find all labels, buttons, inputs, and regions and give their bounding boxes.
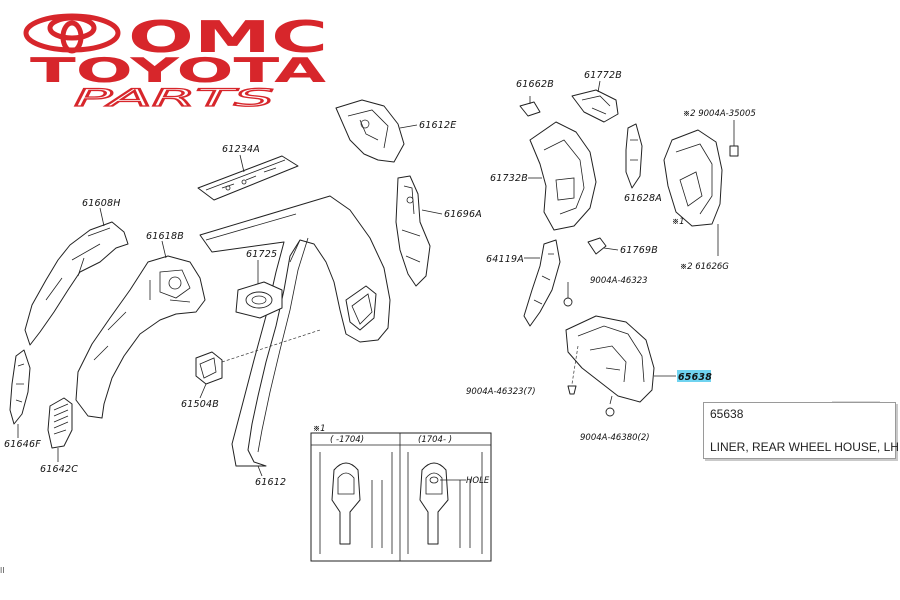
label-65638-highlight (677, 370, 711, 382)
part-61612-quarter-panel[interactable] (199, 195, 391, 467)
part-9004A-46323-7-clip[interactable] (567, 385, 577, 395)
part-61696A[interactable] (395, 175, 431, 287)
inset-hole-label: HOLE (466, 476, 490, 486)
mark-1-label: ※1 (672, 217, 685, 227)
label-61662B[interactable]: 61662B (516, 79, 554, 90)
part-65638-rear-wheel-house-liner[interactable] (565, 315, 655, 403)
part-64119A[interactable] (523, 239, 561, 327)
label-9004A-46323-7[interactable]: 9004A-46323(7) (466, 387, 536, 397)
part-9004A-35005-clip[interactable] (729, 120, 739, 157)
label-9004A-46380-2[interactable]: 9004A-46380(2) (580, 433, 650, 443)
part-61618B[interactable] (75, 255, 206, 419)
label-61612[interactable]: 61612 (255, 477, 286, 488)
part-61628A[interactable] (625, 123, 643, 189)
inset-column-1-header: ( -1704) (330, 435, 364, 445)
logo-parts-text: PARTS (74, 84, 274, 112)
part-61608H[interactable] (24, 221, 129, 346)
inset-title: ※1 (313, 424, 326, 434)
label-61769B[interactable]: 61769B (620, 245, 658, 256)
part-tooltip: 65638 LINER, REAR WHEEL HOUSE, LH (703, 402, 899, 459)
logo-toyota-text: TOYOTA (30, 51, 327, 91)
logo-omc-text: OMC (128, 12, 328, 63)
part-9004A-46380-2-clip[interactable] (605, 395, 615, 417)
label-61608H[interactable]: 61608H (82, 198, 121, 209)
part-9004A-46323-clip[interactable] (563, 282, 573, 307)
label-61618B[interactable]: 61618B (146, 231, 184, 242)
part-61662B[interactable] (519, 96, 541, 117)
part-61725-fuel-lid-housing[interactable] (235, 281, 283, 319)
toyota-emblem-icon (23, 13, 121, 54)
part-61612E[interactable] (335, 99, 405, 163)
label-9004A-35005[interactable]: ※2 9004A-35005 (683, 109, 756, 119)
corner-mark: ll (0, 566, 5, 575)
label-61612E[interactable]: 61612E (419, 120, 456, 131)
part-61626G[interactable] (663, 129, 723, 256)
tooltip-part-description: LINER, REAR WHEEL HOUSE, LH (710, 440, 899, 454)
part-61769B[interactable] (587, 237, 607, 255)
label-61504B[interactable]: 61504B (181, 399, 219, 410)
label-61234A[interactable]: 61234A (222, 144, 260, 155)
label-65638[interactable]: 65638 (678, 372, 712, 383)
part-61504B[interactable] (195, 351, 223, 385)
part-61646F[interactable] (9, 349, 31, 425)
label-61732B[interactable]: 61732B (490, 173, 528, 184)
label-9004A-46323[interactable]: 9004A-46323 (590, 276, 648, 286)
part-61234A[interactable] (197, 155, 299, 201)
tooltip-part-code: 65638 (710, 407, 744, 421)
inset-detail-box: ※1 ( -1704) (1704- ) HOLE (310, 424, 492, 562)
label-61646F[interactable]: 61646F (4, 439, 41, 450)
label-61626G[interactable]: ※2 61626G (680, 262, 729, 272)
label-61772B[interactable]: 61772B (584, 70, 622, 81)
label-61642C[interactable]: 61642C (40, 464, 78, 475)
part-61642C[interactable] (47, 397, 73, 449)
inset-column-2-header: (1704- ) (418, 435, 452, 445)
label-61628A[interactable]: 61628A (624, 193, 662, 204)
label-64119A[interactable]: 64119A (486, 254, 524, 265)
label-61725[interactable]: 61725 (246, 249, 277, 260)
label-61696A[interactable]: 61696A (444, 209, 482, 220)
omc-toyota-logo: OMC TOYOTA PARTS (23, 12, 328, 113)
part-61772B[interactable] (571, 89, 619, 123)
part-61732B[interactable] (529, 121, 597, 231)
